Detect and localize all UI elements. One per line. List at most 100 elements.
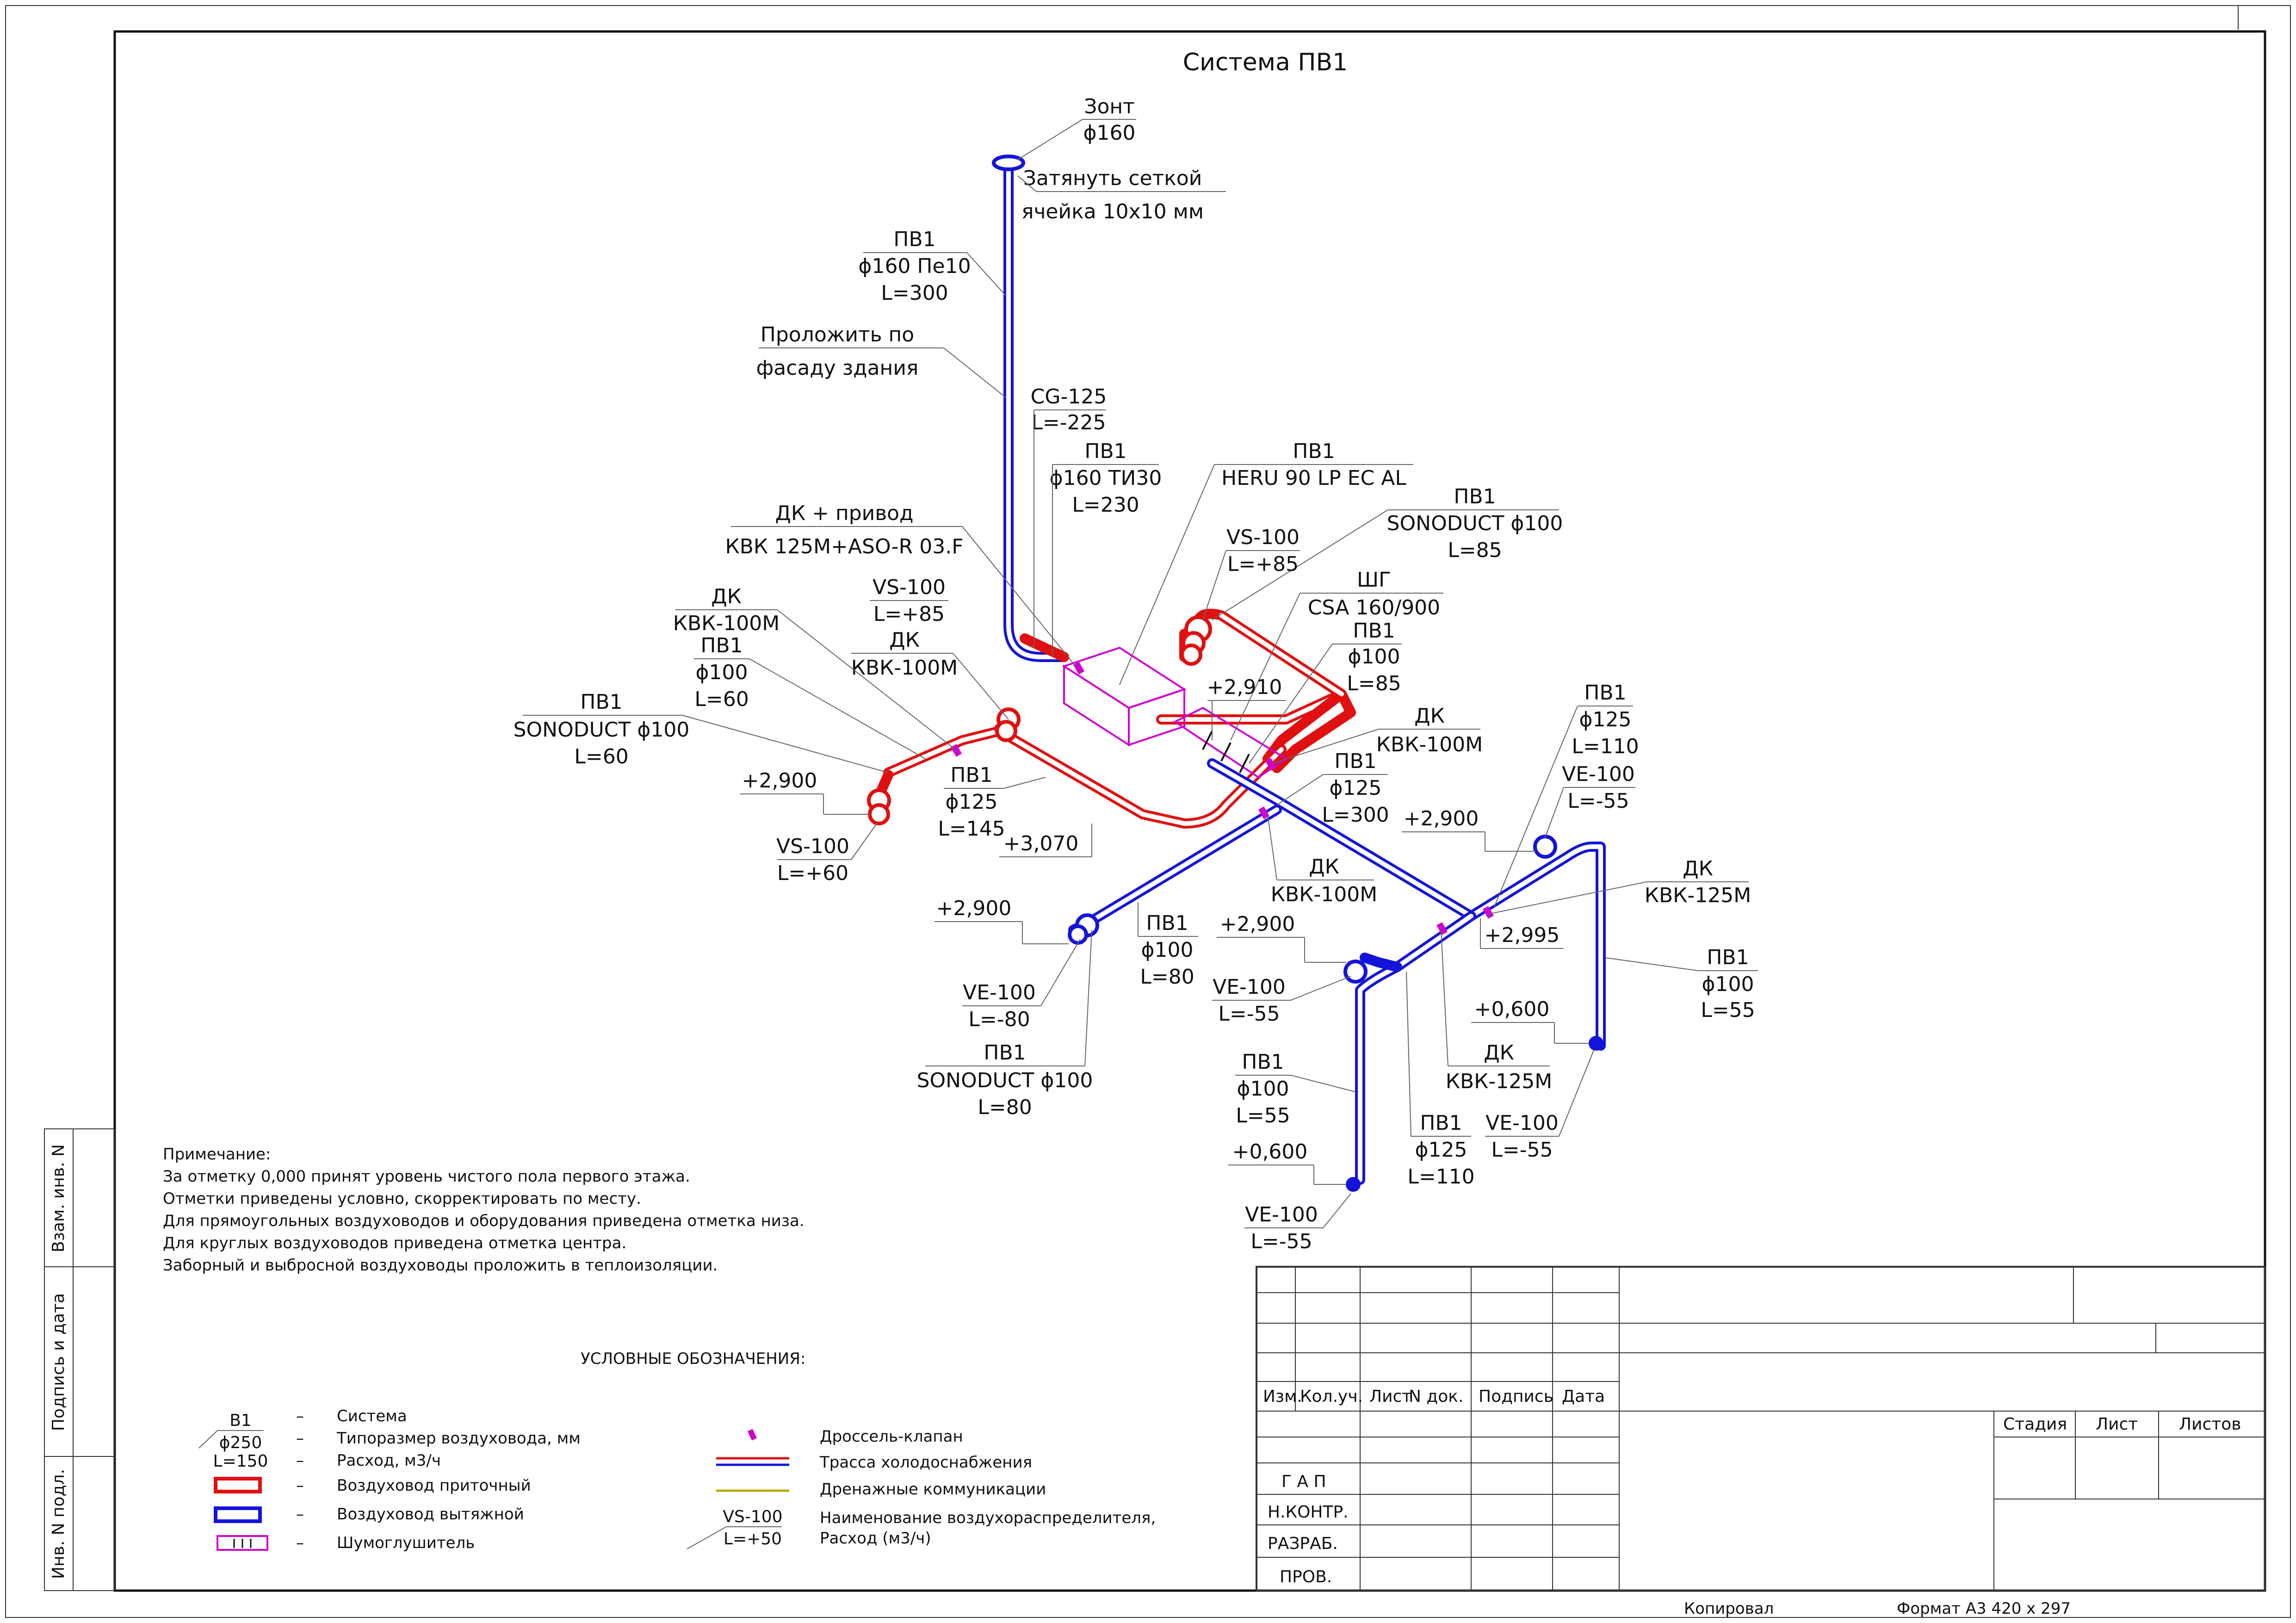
tb-header-podpis: Подпись — [1479, 1387, 1553, 1406]
label-sonoduct80-1: ПВ1 — [984, 1041, 1026, 1065]
note-line: Отметки приведены условно, скорректирова… — [163, 1189, 641, 1208]
label-pv1-160ti-2: ϕ160 ТИ30 — [1050, 466, 1162, 490]
supply-duct-right — [1179, 608, 1347, 764]
label-vs100-85b-1: VS-100 — [873, 576, 946, 599]
legend-sample-size: ϕ250 — [219, 1433, 262, 1452]
stamp-inv: Инв. N подл. — [49, 1469, 68, 1579]
legend-sample-system: В1 — [229, 1411, 252, 1430]
label-sonoduct85-2: SONODUCT ϕ100 — [1387, 512, 1563, 535]
label-pv1-100-55l-2: ϕ100 — [1237, 1077, 1289, 1101]
legend-sample-flow: L=150 — [213, 1452, 268, 1471]
heru-unit — [1062, 646, 1187, 747]
label-pv1-125-110t-2: ϕ125 — [1579, 708, 1631, 731]
tb-header-data: Дата — [1562, 1387, 1605, 1406]
legend-dash: – — [296, 1451, 304, 1470]
label-heru-1: ПВ1 — [1293, 440, 1335, 463]
label-dk125m-a-2: КВК-125М — [1645, 884, 1751, 907]
label-heru-2: HERU 90 LP EC AL — [1221, 466, 1406, 490]
legend-item-supply: Воздуховод приточный — [337, 1476, 531, 1495]
label-sonoduct60-2: SONODUCT ϕ100 — [514, 718, 690, 742]
label-ve100-55r-1: VE-100 — [1485, 1111, 1559, 1135]
label-dk100m-c-2: КВК-100М — [1376, 733, 1483, 756]
legend-item-flow: Расход, м3/ч — [337, 1451, 441, 1470]
sheet-edge — [5, 5, 2291, 1618]
legend-dash: – — [296, 1505, 304, 1524]
legend-item-diffuser: Наименование воздухораспределителя, — [820, 1509, 1156, 1527]
note-line: Заборный и выбросной воздуховоды проложи… — [163, 1256, 718, 1275]
title-block: Изм. Кол.уч. Лист N док. Подпись Дата Г … — [1256, 1266, 2266, 1592]
label-dk100m-a-2: КВК-100М — [673, 612, 780, 635]
label-dk100m-d-2: КВК-100М — [1271, 883, 1377, 906]
label-pv1-160pe-3: L=300 — [881, 281, 948, 305]
tb-role-razrab: РАЗРАБ. — [1268, 1534, 1338, 1553]
label-cg125-2: L=-225 — [1031, 411, 1106, 434]
hood-icon — [992, 155, 1025, 171]
tb-sheets: Листов — [2179, 1415, 2241, 1434]
label-dk100m-b-1: ДК — [889, 628, 920, 652]
label-dk-privod-1: ДК + привод — [775, 502, 913, 525]
diffuser-icon — [1589, 1036, 1603, 1051]
label-pv1-100-55r-1: ПВ1 — [1707, 946, 1749, 969]
tb-role-gap: Г А П — [1281, 1472, 1326, 1491]
label-elev-2900c: +2,900 — [936, 897, 1012, 920]
legend-item-muffler: Шумоглушитель — [337, 1534, 475, 1552]
label-sonoduct85-3: L=85 — [1448, 539, 1502, 562]
label-pv1-100-80-3: L=80 — [1140, 965, 1194, 989]
legend-dash: – — [296, 1429, 304, 1448]
label-pv1-100-85-2: ϕ100 — [1348, 645, 1400, 669]
label-pv1-100-55l-3: L=55 — [1236, 1104, 1290, 1127]
legend-item-exhaust: Воздуховод вытяжной — [337, 1505, 524, 1524]
label-pv1-125-300-3: L=300 — [1322, 803, 1389, 827]
label-elev-2900b: +2,900 — [1404, 807, 1479, 830]
label-pv1-125-300-2: ϕ125 — [1329, 776, 1381, 800]
label-vs100-60-2: L=+60 — [777, 861, 848, 885]
label-cg125-1: CG-125 — [1031, 385, 1107, 409]
label-ve100-80-2: L=-80 — [968, 1008, 1030, 1031]
label-elev-2910: +2,910 — [1207, 675, 1282, 699]
legend-dash: – — [296, 1534, 304, 1552]
tb-role-prov: ПРОВ. — [1280, 1567, 1332, 1586]
label-dk100m-b-2: КВК-100М — [851, 656, 958, 680]
annotations: Зонт ϕ160 Затянуть сеткой ячейка 10х10 м… — [514, 95, 1758, 1253]
label-fasad-2: фасаду здания — [756, 356, 919, 380]
note-line: За отметку 0,000 принят уровень чистого … — [163, 1167, 690, 1186]
label-pv1-125-145-3: L=145 — [938, 817, 1005, 841]
tb-stage: Стадия — [2003, 1415, 2067, 1434]
tb-header-kol: Кол.уч. — [1300, 1387, 1363, 1406]
notes-block: Примечание: За отметку 0,000 принят уров… — [163, 1145, 805, 1275]
footer-format: Формат А3 420 х 297 — [1897, 1599, 2071, 1618]
label-pv1-100-60-3: L=60 — [694, 688, 749, 711]
label-dk100m-c-1: ДК — [1414, 704, 1445, 728]
label-pv1-100-60-1: ПВ1 — [700, 634, 743, 657]
drawing-frame — [113, 30, 2266, 1592]
label-setka-1: Затянуть сеткой — [1023, 167, 1202, 190]
legend-item-size: Типоразмер воздуховода, мм — [336, 1429, 581, 1448]
label-pv1-125-110b-1: ПВ1 — [1420, 1111, 1462, 1135]
note-line: Для круглых воздуховодов приведена отмет… — [163, 1234, 626, 1252]
legend-item-system: Система — [337, 1407, 407, 1425]
label-ve100-80-1: VE-100 — [963, 981, 1036, 1004]
tb-header-izm: Изм. — [1263, 1387, 1302, 1406]
exhaust-intake-duct — [992, 155, 1069, 662]
label-elev-3070: +3,070 — [1003, 832, 1079, 855]
label-zont-2: ϕ160 — [1083, 121, 1135, 145]
label-sonoduct85-1: ПВ1 — [1454, 485, 1496, 508]
legend-item-diffuser-flow: Расход (м3/ч) — [820, 1529, 931, 1548]
label-pv1-100-85-3: L=85 — [1347, 672, 1401, 695]
label-pv1-125-110b-2: ϕ125 — [1415, 1138, 1467, 1162]
label-elev-2900a: +2,900 — [742, 769, 817, 793]
label-ve100-55t-1: VE-100 — [1562, 762, 1635, 786]
label-pv1-160pe-1: ПВ1 — [893, 228, 935, 251]
label-ve100-55b-1: VE-100 — [1245, 1203, 1318, 1227]
legend-sample-vs: VS-100 — [723, 1507, 782, 1526]
legend-dash: – — [296, 1407, 304, 1425]
label-elev-0600b: +0,600 — [1232, 1140, 1308, 1164]
label-vs100-85b-2: L=+85 — [873, 602, 945, 626]
label-pv1-100-55r-2: ϕ100 — [1702, 973, 1754, 996]
label-dk100m-d-1: ДК — [1309, 855, 1339, 879]
drawing-title: Система ПВ1 — [1183, 49, 1348, 76]
label-pv1-125-145-2: ϕ125 — [945, 790, 997, 814]
label-dk125m-b-2: КВК-125М — [1446, 1070, 1552, 1093]
label-ve100-55m-2: L=-55 — [1218, 1002, 1280, 1026]
